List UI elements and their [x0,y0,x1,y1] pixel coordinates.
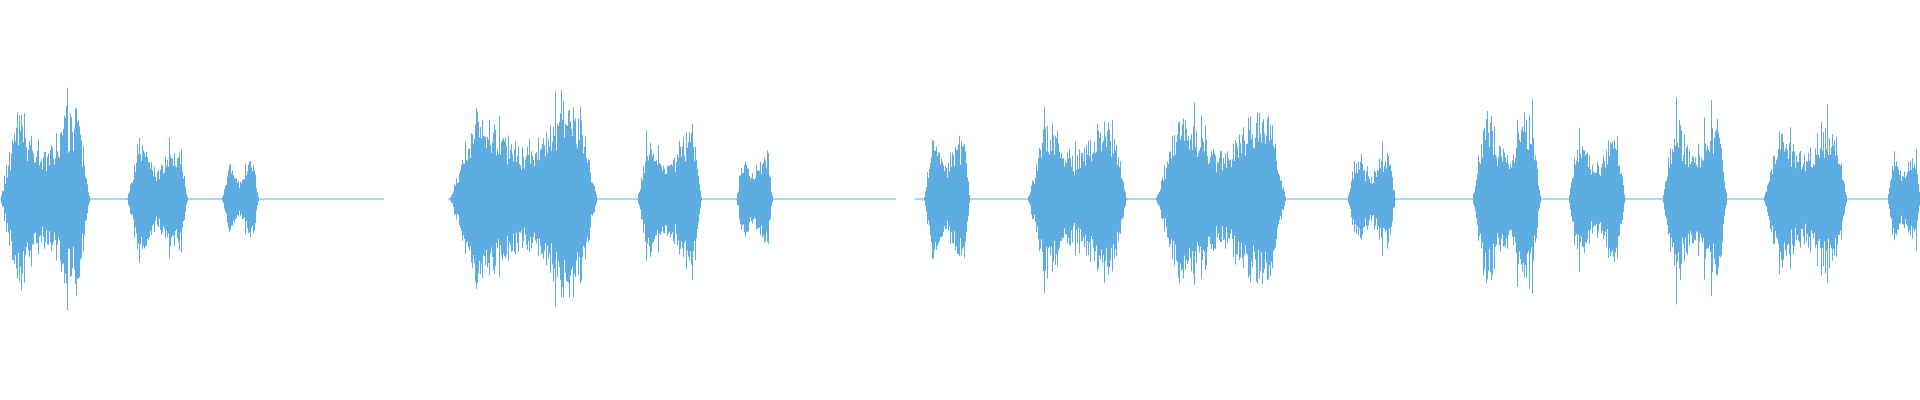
waveform-samples [450,90,773,307]
audio-clip-1[interactable] [0,87,384,310]
audio-clip-3[interactable] [915,97,1920,305]
audio-clip-2[interactable] [448,90,896,307]
waveform-samples [1,87,259,310]
waveform-samples [924,97,1920,305]
